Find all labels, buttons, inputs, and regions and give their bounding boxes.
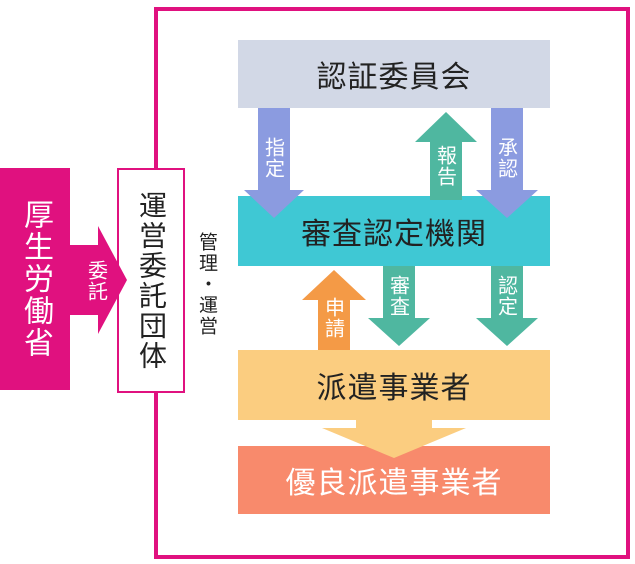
operating-org-label: 運営委託団体 [135,190,168,371]
operating-org-box: 運営委託団体 [117,168,185,393]
delegation-arrow [70,226,127,334]
approve-text: 承認 [494,137,519,179]
ministry-box: 厚生労働省 [0,168,70,390]
certify-text: 認定 [494,275,519,317]
certification-committee-box: 認証委員会 [238,40,550,108]
management-label: 管理・運営 [196,232,218,337]
delegation-text: 委託 [84,260,109,302]
excellent-dispatch-label: 優良派遣事業者 [285,466,503,501]
apply-text: 申請 [321,297,346,339]
upgrade-arrow [322,420,466,458]
approve-arrow [476,108,538,218]
certify-arrow [476,266,538,346]
apply-arrow [302,270,366,350]
dispatch-business-label: 派遣事業者 [316,371,472,406]
report-arrow [415,112,477,200]
designate-arrow [244,108,304,218]
review-body-label: 審査認定機関 [301,217,487,252]
dispatch-business-box: 派遣事業者 [238,350,550,420]
ministry-label: 厚生労働省 [18,199,53,359]
report-text: 報告 [433,145,458,187]
review-text: 審査 [386,275,411,317]
designate-text: 指定 [261,137,286,179]
review-arrow [368,266,430,346]
certification-committee-label: 認証委員会 [316,60,472,95]
